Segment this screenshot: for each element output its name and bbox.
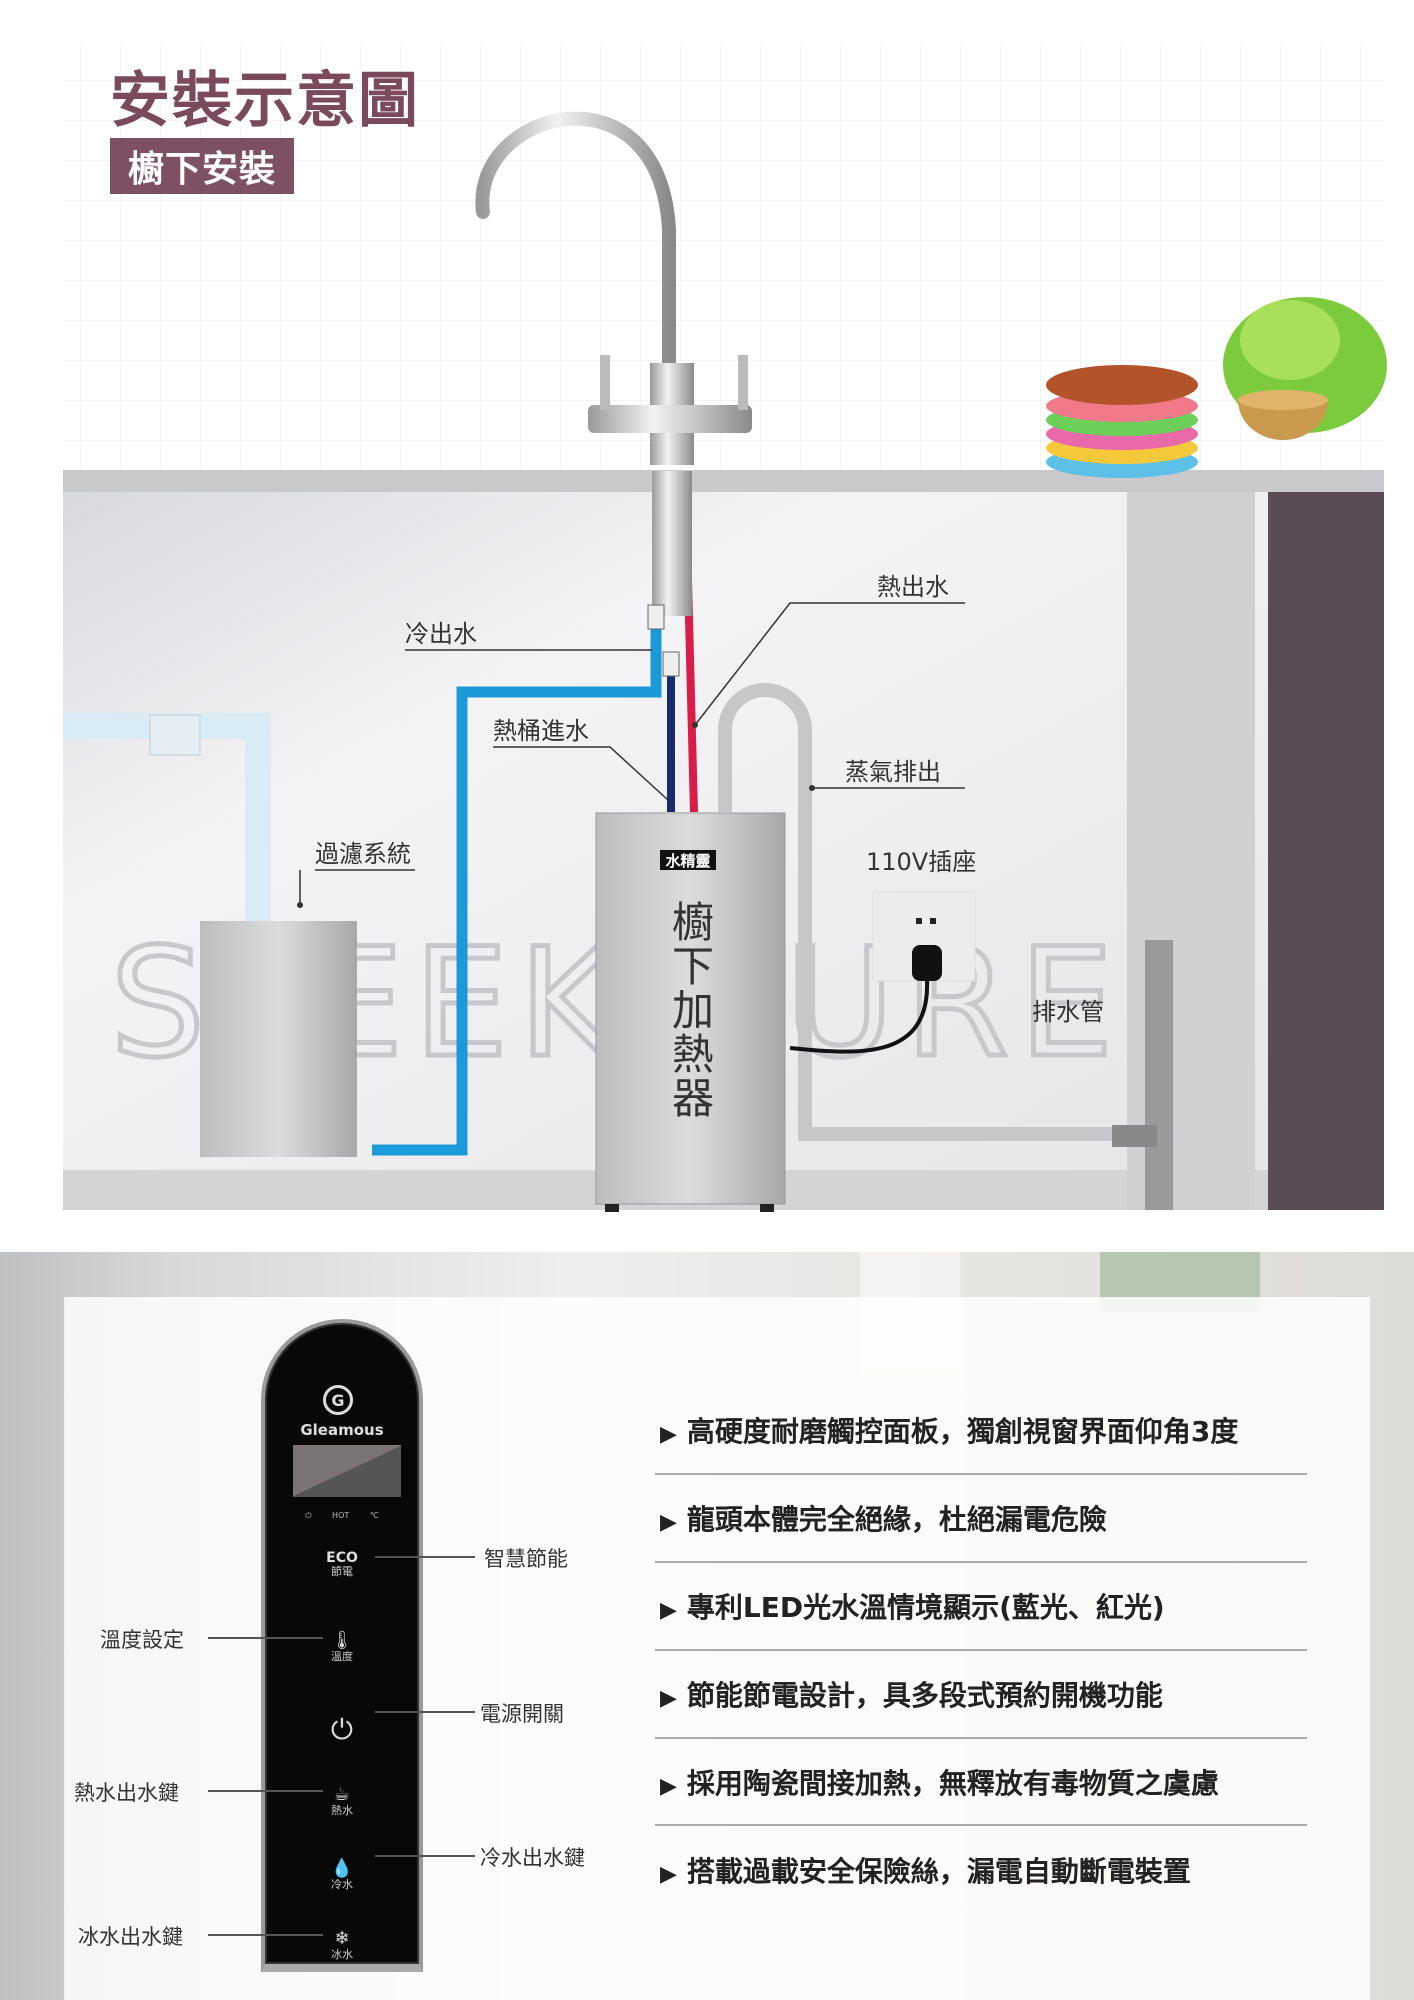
cold-pipe bbox=[372, 620, 662, 1156]
inlet-pipe bbox=[63, 713, 271, 921]
brand-logo-icon: G bbox=[323, 1385, 353, 1415]
label-tank-in: 熱桶進水 bbox=[493, 717, 589, 745]
power-icon: ⏻ bbox=[330, 1713, 354, 1746]
ice-water-label: 冰水 bbox=[331, 1947, 353, 1961]
drop-icon: 💧 bbox=[330, 1858, 354, 1879]
filter-system bbox=[200, 921, 357, 1157]
feature-item: ▶ 節能節電設計，具多段式預約開機功能 bbox=[660, 1674, 1163, 1714]
feature-item: ▶ 搭載過載安全保險絲，漏電自動斷電裝置 bbox=[660, 1850, 1191, 1890]
label-steam-out: 蒸氣排出 bbox=[845, 758, 941, 786]
bullet-icon: ▶ bbox=[660, 1510, 677, 1535]
heater-unit bbox=[595, 812, 786, 1205]
callout-eco: 智慧節能 bbox=[484, 1547, 568, 1571]
bullet-icon: ▶ bbox=[660, 1862, 677, 1887]
bullet-icon: ▶ bbox=[660, 1686, 677, 1711]
hot-water-button[interactable]: ☕熱水 bbox=[265, 1785, 419, 1817]
eco-label: 節電 bbox=[331, 1565, 353, 1579]
feature-item: ▶ 專利LED光水溫情境顯示(藍光、紅光) bbox=[660, 1586, 1165, 1626]
label-hot-out: 熱出水 bbox=[877, 573, 949, 601]
faucet-tubes bbox=[652, 471, 692, 616]
power-button[interactable]: ⏻ bbox=[265, 1713, 419, 1746]
cold-water-label: 冷水 bbox=[331, 1877, 353, 1891]
feature-text: 採用陶瓷間接加熱，無釋放有毒物質之虞慮 bbox=[686, 1767, 1219, 1800]
cold-water-button[interactable]: 💧冷水 bbox=[265, 1859, 419, 1891]
feature-item: ▶ 高硬度耐磨觸控面板，獨創視窗界面仰角3度 bbox=[660, 1410, 1238, 1450]
label-socket: 110V插座 bbox=[866, 848, 976, 876]
page-title: 安裝示意圖 bbox=[110, 66, 420, 136]
feature-item: ▶ 龍頭本體完全絕緣，杜絕漏電危險 bbox=[660, 1498, 1107, 1538]
cup-icon: ☕ bbox=[333, 1784, 351, 1805]
temperature-button[interactable]: 🌡溫度 bbox=[265, 1631, 419, 1663]
feature-text: 高硬度耐磨觸控面板，獨創視窗界面仰角3度 bbox=[686, 1415, 1239, 1448]
power-cord bbox=[789, 979, 930, 1054]
label-cold-out: 冷出水 bbox=[405, 620, 477, 648]
power-indicator-icon: ⏻ bbox=[305, 1511, 312, 1520]
snowflake-icon: ❄ bbox=[334, 1928, 350, 1949]
plates-decoration bbox=[1046, 365, 1198, 478]
lettuce-bowl-decoration bbox=[1223, 297, 1387, 440]
callout-temperature: 溫度設定 bbox=[100, 1628, 184, 1652]
thermometer-icon: 🌡 bbox=[330, 1630, 354, 1651]
steam-pipe bbox=[718, 683, 1120, 1141]
faucet-spout bbox=[475, 111, 676, 377]
ice-water-button[interactable]: ❄冰水 bbox=[265, 1929, 419, 1961]
bullet-icon: ▶ bbox=[660, 1422, 677, 1447]
installation-diagram: SLEEK PURE 水精靈 櫥下加熱器 冷出水 熱出水 熱桶進水 bbox=[63, 45, 1387, 1212]
callout-power: 電源開關 bbox=[480, 1702, 564, 1726]
hot-pipe bbox=[684, 579, 698, 813]
panel-brand: Gleamous bbox=[300, 1421, 384, 1439]
bullet-icon: ▶ bbox=[660, 1774, 677, 1799]
callout-hot-water: 熱水出水鍵 bbox=[74, 1781, 179, 1805]
install-type-badge: 櫥下安裝 bbox=[110, 138, 294, 194]
hot-water-label: 熱水 bbox=[331, 1803, 353, 1817]
faucet-handles bbox=[588, 405, 752, 433]
feature-text: 節能節電設計，具多段式預約開機功能 bbox=[686, 1679, 1163, 1712]
feature-item: ▶ 採用陶瓷間接加熱，無釋放有毒物質之虞慮 bbox=[660, 1762, 1219, 1802]
drain-joint bbox=[1112, 1125, 1157, 1147]
countertop bbox=[63, 470, 1384, 492]
callout-cold-water: 冷水出水鍵 bbox=[480, 1846, 585, 1870]
bullet-icon: ▶ bbox=[660, 1598, 677, 1623]
drain-pipe bbox=[1145, 940, 1173, 1210]
panel-indicators: ⏻ HOT ℃ bbox=[265, 1511, 419, 1521]
temperature-label: 溫度 bbox=[331, 1649, 353, 1663]
callout-ice-water: 冰水出水鍵 bbox=[78, 1925, 183, 1949]
feature-text: 龍頭本體完全絕緣，杜絕漏電危險 bbox=[686, 1503, 1107, 1536]
eco-icon: ECO bbox=[326, 1550, 358, 1566]
feature-text: 搭載過載安全保險絲，漏電自動斷電裝置 bbox=[686, 1855, 1191, 1888]
feature-text: 專利LED光水溫情境顯示(藍光、紅光) bbox=[686, 1591, 1165, 1624]
power-plug bbox=[912, 945, 942, 981]
label-filter: 過濾系統 bbox=[315, 840, 411, 868]
heater-name: 櫥下加熱器 bbox=[666, 900, 715, 1120]
hot-indicator: HOT bbox=[332, 1511, 350, 1520]
inlet-fitting bbox=[149, 714, 201, 756]
heater-brand-label: 水精靈 bbox=[665, 852, 710, 870]
celsius-indicator: ℃ bbox=[369, 1511, 379, 1520]
panel-display bbox=[293, 1445, 401, 1497]
cabinet-door bbox=[1268, 492, 1384, 1210]
label-drain: 排水管 bbox=[1032, 998, 1104, 1026]
